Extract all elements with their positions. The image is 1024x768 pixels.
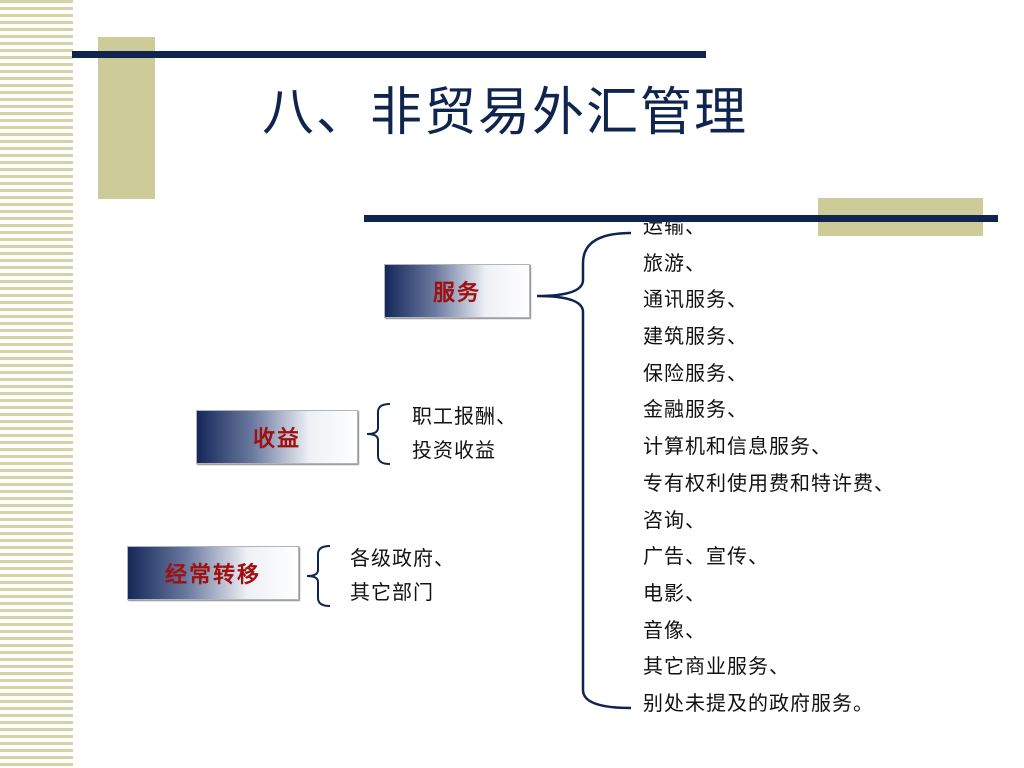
list-item: 投资收益 bbox=[412, 438, 496, 462]
transfer-items-list: 各级政府、 其它部门 bbox=[350, 541, 455, 609]
curly-brace bbox=[366, 403, 391, 465]
slide-title: 八、非贸易外汇管理 bbox=[262, 83, 749, 143]
title-rule-top bbox=[72, 51, 706, 58]
list-item: 计算机和信息服务、 bbox=[643, 434, 832, 459]
striped-left-margin bbox=[0, 0, 73, 768]
list-item: 运输、 bbox=[643, 214, 706, 238]
title-rule-bottom bbox=[364, 215, 998, 222]
list-item: 建筑服务、 bbox=[643, 324, 748, 349]
list-item: 音像、 bbox=[643, 617, 706, 642]
income-items-list: 职工报酬、 投资收益 bbox=[412, 399, 517, 467]
category-label: 服务 bbox=[432, 280, 481, 306]
list-item: 通讯服务、 bbox=[643, 287, 748, 312]
list-item: 保险服务、 bbox=[643, 360, 748, 385]
list-item: 电影、 bbox=[643, 580, 706, 605]
list-item: 其它商业服务、 bbox=[643, 654, 790, 679]
list-item: 职工报酬、 bbox=[412, 404, 517, 428]
list-item: 咨询、 bbox=[643, 507, 706, 532]
list-item: 别处未提及的政府服务。 bbox=[643, 690, 874, 715]
olive-accent-block-left bbox=[98, 37, 155, 199]
service-items-list: 运输、 旅游、 通讯服务、 建筑服务、 保险服务、 金融服务、 计算机和信息服务… bbox=[643, 208, 895, 722]
list-item: 旅游、 bbox=[643, 250, 706, 275]
list-item: 专有权利使用费和特许费、 bbox=[643, 470, 895, 495]
category-label: 经常转移 bbox=[164, 562, 261, 588]
category-box-services: 服务 bbox=[384, 264, 530, 318]
category-box-current-transfers: 经常转移 bbox=[127, 546, 299, 600]
large-curly-brace bbox=[536, 231, 632, 710]
category-label: 收益 bbox=[252, 426, 301, 452]
list-item: 广告、宣传、 bbox=[643, 544, 769, 569]
list-item: 金融服务、 bbox=[643, 397, 748, 422]
list-item: 其它部门 bbox=[350, 580, 434, 604]
curly-brace bbox=[306, 545, 331, 607]
list-item: 各级政府、 bbox=[350, 546, 455, 570]
category-box-income: 收益 bbox=[196, 410, 358, 464]
